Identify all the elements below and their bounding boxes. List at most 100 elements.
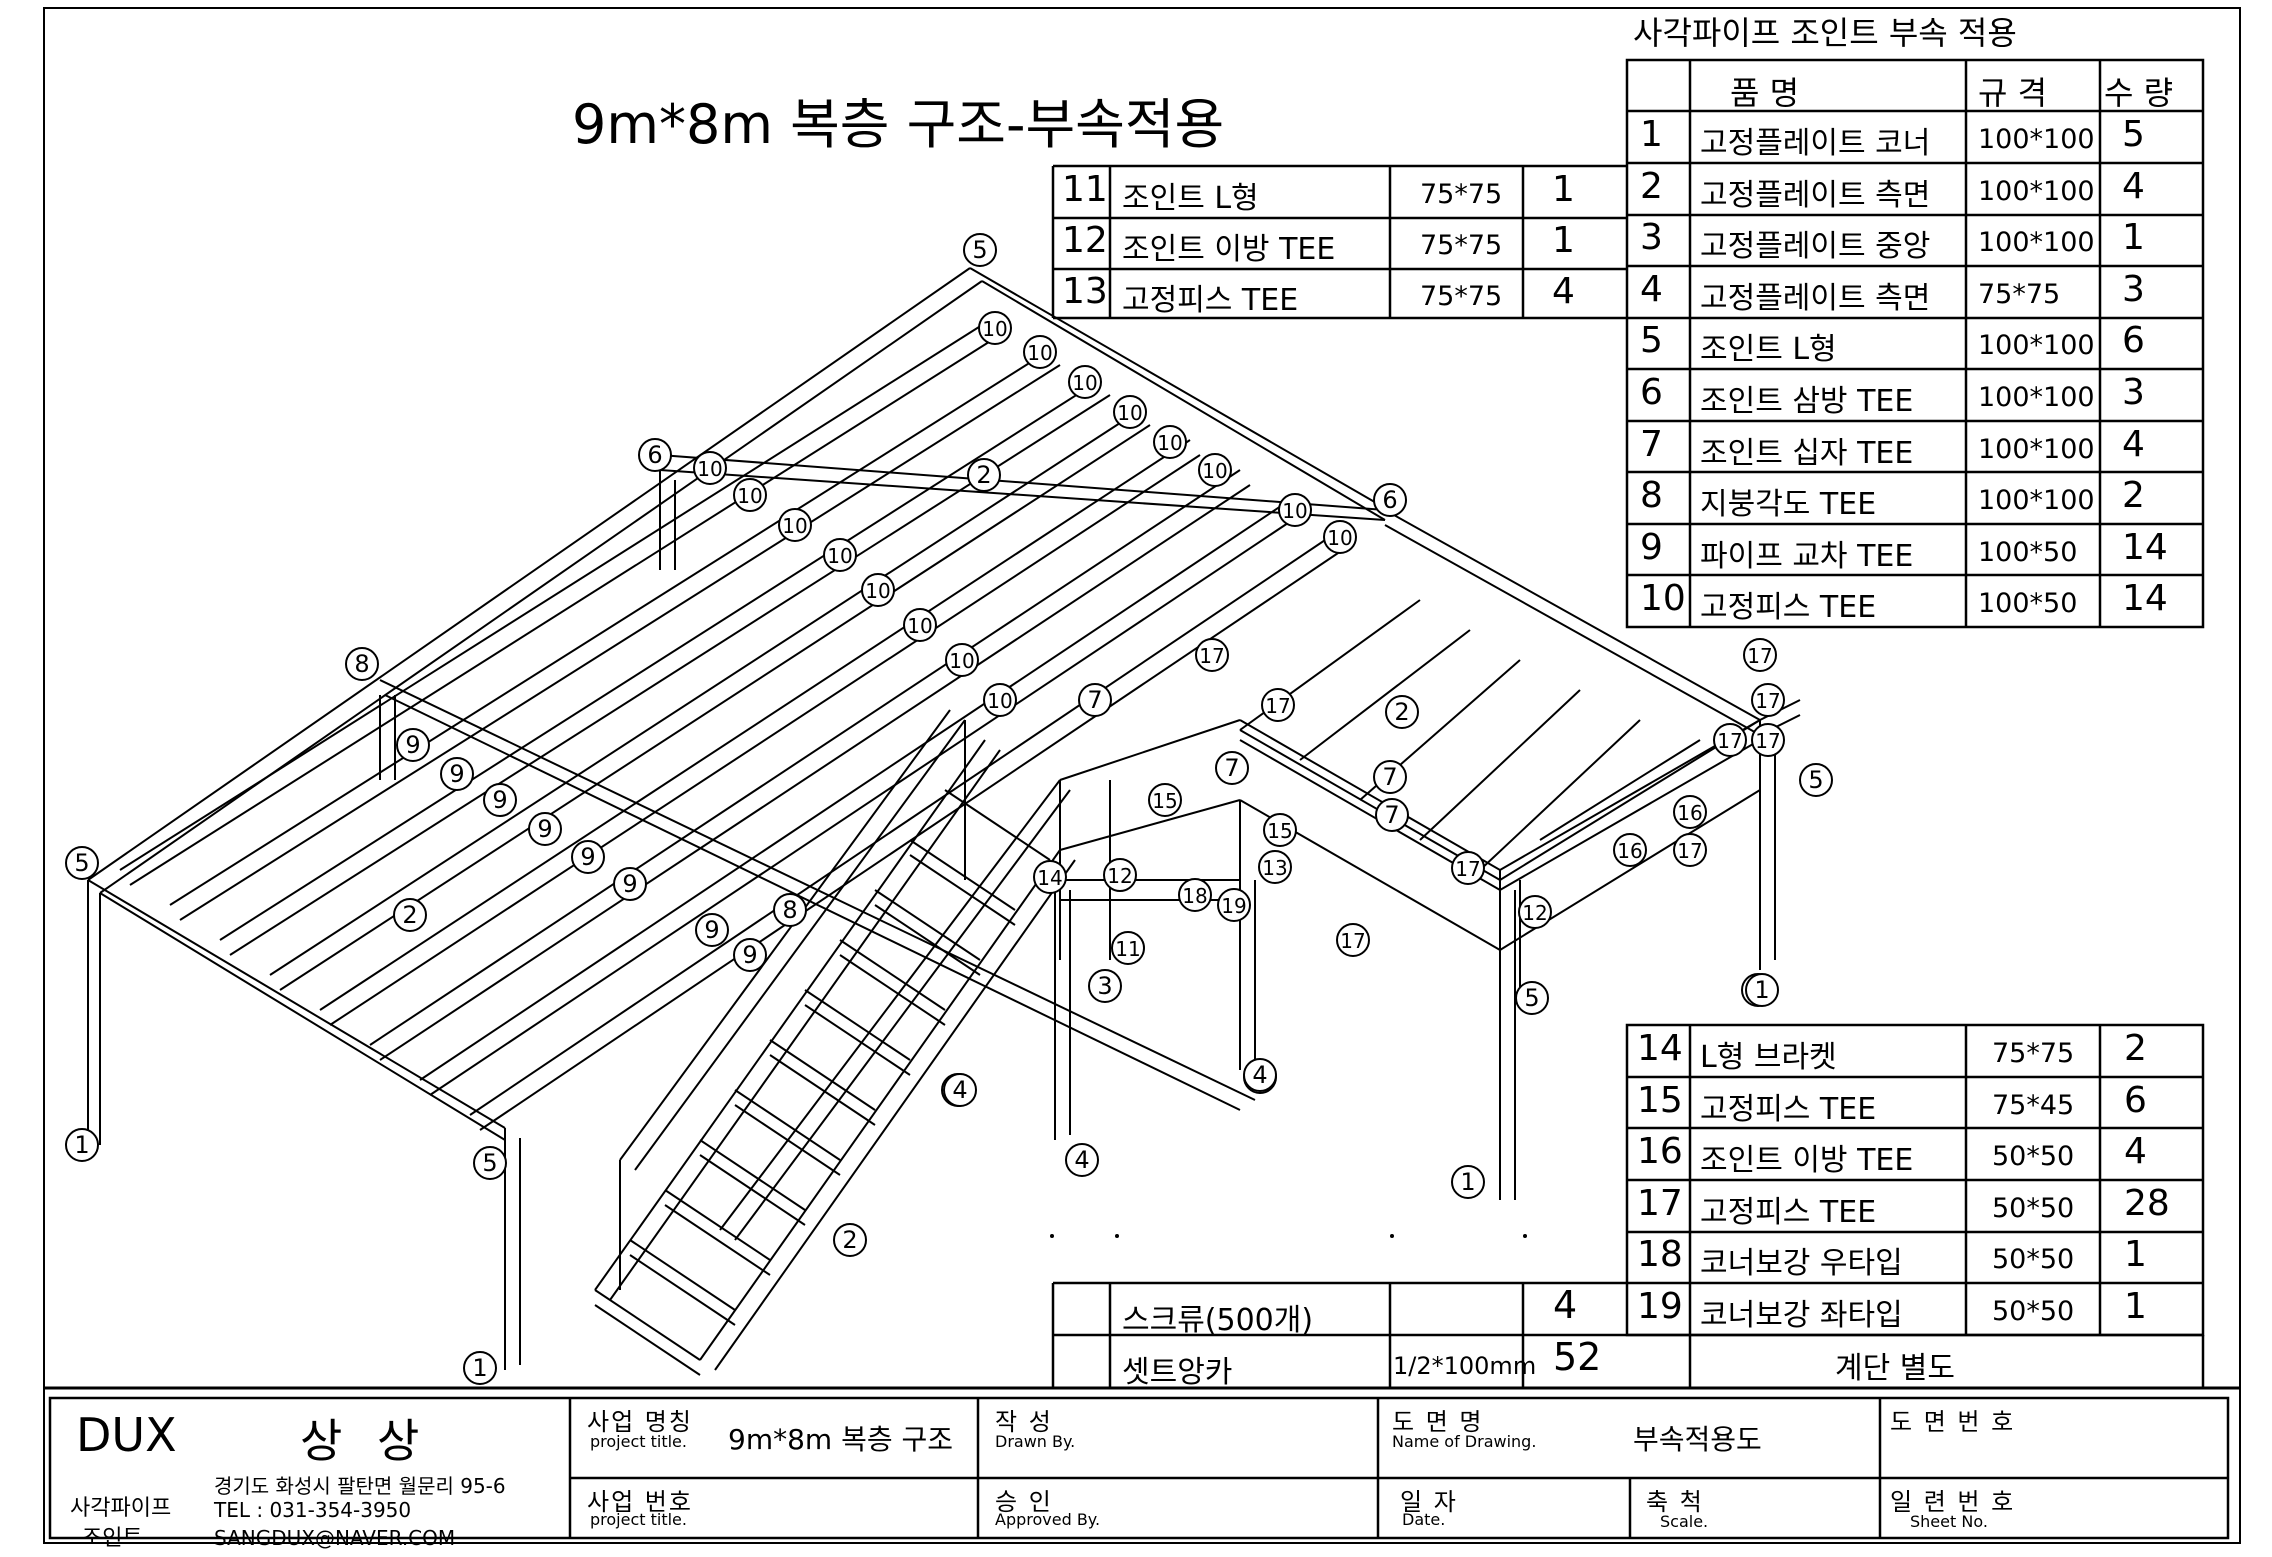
- callout-label: 15: [1152, 789, 1177, 813]
- part-spec: 50*50: [1992, 1296, 2075, 1327]
- part-name: 고정플레이트 중앙: [1700, 229, 1931, 265]
- callout-5: 5: [963, 233, 997, 267]
- callout-10: 10: [861, 573, 895, 607]
- part-qty: 14: [2122, 578, 2168, 620]
- callout-label: 10: [907, 614, 932, 638]
- callout-label: 7: [1224, 754, 1239, 782]
- part-qty: 6: [2122, 320, 2145, 362]
- callout-10: 10: [693, 451, 727, 485]
- date-sub: Date.: [1402, 1510, 1446, 1529]
- callout-14: 14: [1033, 860, 1067, 894]
- extra-qty-1: 4: [1553, 1283, 1578, 1327]
- callout-9: 9: [695, 913, 729, 947]
- project-name-value: 9m*8m 복층 구조: [728, 1423, 954, 1456]
- callout-label: 1: [472, 1354, 487, 1382]
- callout-17: 17: [1261, 688, 1295, 722]
- callout-label: 17: [1747, 644, 1772, 668]
- callout-label: 18: [1182, 884, 1207, 908]
- callout-label: 12: [1107, 864, 1132, 888]
- callout-9: 9: [733, 938, 767, 972]
- callout-label: 17: [1677, 839, 1702, 863]
- part-number: 4: [1640, 268, 1663, 310]
- callout-17: 17: [1743, 638, 1777, 672]
- callout-8: 8: [345, 647, 379, 681]
- callout-10: 10: [733, 478, 767, 512]
- callout-9: 9: [483, 783, 517, 817]
- callout-12: 12: [1518, 895, 1552, 929]
- callout-19: 19: [1217, 888, 1251, 922]
- part-name: 파이프 교차 TEE: [1700, 538, 1914, 574]
- scale-label: 축 척: [1646, 1488, 1704, 1516]
- callout-label: 1: [1460, 1168, 1475, 1196]
- part-qty: 3: [2122, 372, 2145, 413]
- callout-label: 7: [1087, 686, 1102, 714]
- part-name: 코너보강 좌타입: [1700, 1298, 1903, 1333]
- part-spec: 75*75: [1992, 1038, 2075, 1069]
- callout-11: 11: [1111, 931, 1145, 965]
- callout-7: 7: [1078, 683, 1112, 717]
- callout-9: 9: [528, 812, 562, 846]
- callout-5: 5: [1515, 981, 1549, 1015]
- callout-1: 1: [1451, 1165, 1485, 1199]
- callout-3: 3: [1088, 969, 1122, 1003]
- callout-1: 1: [1745, 973, 1779, 1007]
- part-qty: 4: [1552, 271, 1575, 312]
- callout-label: 10: [782, 514, 807, 538]
- callout-label: 2: [1394, 698, 1409, 726]
- part-spec: 75*45: [1992, 1089, 2075, 1121]
- part-number: 18: [1637, 1234, 1683, 1276]
- part-name: 조인트 이방 TEE: [1122, 232, 1336, 267]
- project-no-label: 사업 번호: [587, 1488, 693, 1516]
- callout-10: 10: [1198, 453, 1232, 487]
- callout-12: 12: [1103, 858, 1137, 892]
- part-qty: 4: [2122, 423, 2145, 465]
- scale-sub: Scale.: [1660, 1512, 1709, 1531]
- part-qty: 28: [2124, 1182, 2170, 1224]
- part-qty: 2: [2124, 1028, 2147, 1069]
- part-name: 지붕각도 TEE: [1700, 487, 1877, 523]
- part-number: 2: [1640, 165, 1663, 207]
- stair-note: 계단 별도: [1835, 1351, 1955, 1386]
- part-name: 고정피스 TEE: [1122, 283, 1299, 318]
- callout-label: 9: [742, 941, 757, 969]
- callout-label: 10: [1202, 459, 1227, 483]
- project-no-sub: project title.: [590, 1510, 687, 1529]
- part-number: 19: [1637, 1286, 1683, 1327]
- callout-17: 17: [1195, 638, 1229, 672]
- callout-label: 14: [1037, 866, 1062, 890]
- callout-label: 4: [1252, 1061, 1267, 1089]
- approved-label: 승 인: [995, 1488, 1053, 1516]
- part-spec: 100*100: [1978, 330, 2095, 362]
- callout-label: 10: [982, 317, 1007, 341]
- table-grid: [44, 58, 2240, 1540]
- part-name: 고정피스 TEE: [1700, 1091, 1877, 1127]
- part-number: 15: [1637, 1079, 1683, 1121]
- drawing-name-sub: Name of Drawing.: [1392, 1432, 1537, 1451]
- callout-2: 2: [967, 458, 1001, 492]
- extra-name-2: 셋트앙카: [1122, 1355, 1233, 1390]
- callout-2: 2: [1385, 695, 1419, 729]
- callout-label: 10: [949, 649, 974, 673]
- callout-label: 5: [1808, 766, 1823, 794]
- callout-4: 4: [1243, 1058, 1277, 1092]
- header-spec: 규 격: [1978, 74, 2048, 112]
- sheet-no-sub: Sheet No.: [1910, 1512, 1988, 1531]
- drawn-sub: Drawn By.: [995, 1432, 1076, 1451]
- callout-9: 9: [440, 757, 474, 791]
- part-name: 조인트 십자 TEE: [1700, 435, 1914, 471]
- callout-label: 10: [697, 457, 722, 481]
- callout-10: 10: [1023, 335, 1057, 369]
- part-number: 9: [1640, 526, 1663, 568]
- callout-17: 17: [1336, 923, 1370, 957]
- part-spec: 50*50: [1992, 1141, 2075, 1173]
- part-name: 조인트 L형: [1700, 332, 1837, 368]
- part-number: 10: [1640, 578, 1686, 620]
- callout-10: 10: [778, 508, 812, 542]
- callout-label: 6: [647, 441, 662, 469]
- part-number: 7: [1640, 423, 1663, 465]
- drawing-title: 9m*8m 복층 구조-부속적용: [572, 93, 1225, 156]
- callout-label: 9: [405, 731, 420, 759]
- part-spec: 75*75: [1978, 278, 2061, 310]
- part-name: 고정피스 TEE: [1700, 590, 1877, 626]
